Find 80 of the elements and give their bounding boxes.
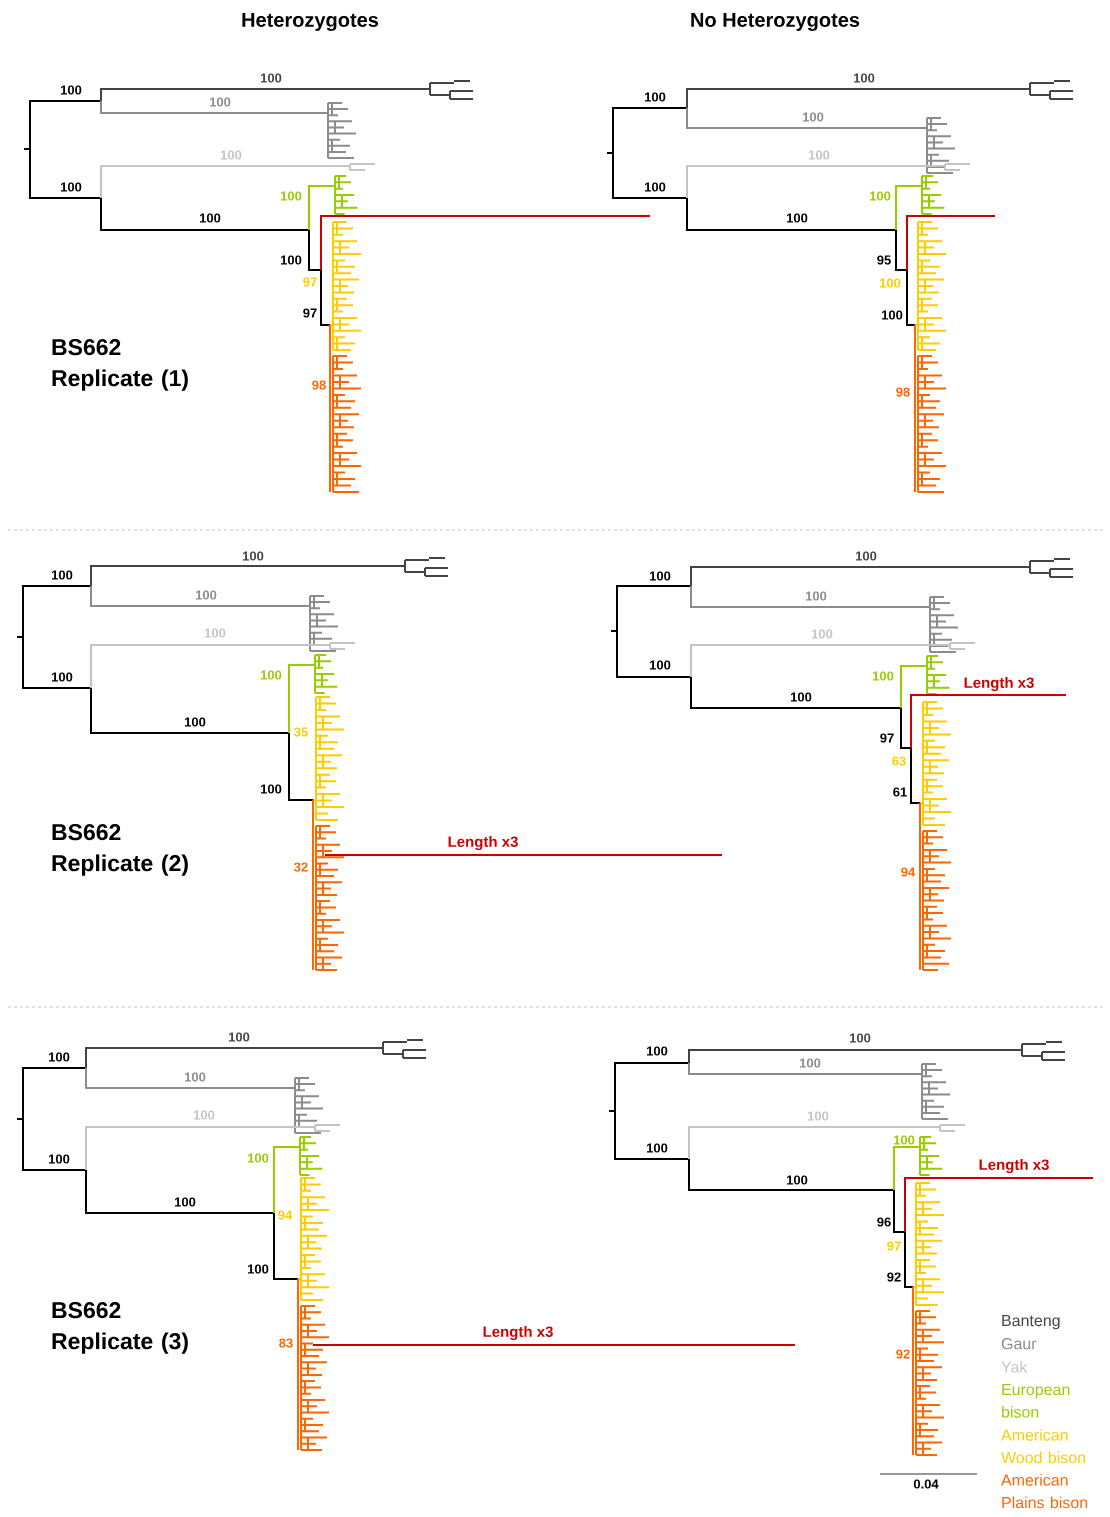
- support-value: 100: [646, 1143, 668, 1153]
- support-value: 100: [60, 182, 82, 192]
- support-value: 100: [644, 92, 666, 102]
- support-value: 100: [209, 97, 231, 107]
- branch-length-note: Length x3: [448, 836, 518, 851]
- support-value: 100: [51, 570, 73, 580]
- support-value: 100: [204, 628, 226, 638]
- legend-entry: Banteng: [1002, 1315, 1060, 1330]
- support-value: 94: [901, 867, 916, 877]
- support-value: 100: [811, 629, 833, 639]
- support-value: 100: [808, 150, 830, 160]
- support-value: 100: [48, 1154, 70, 1164]
- support-value: 100: [247, 1153, 269, 1163]
- legend-entry: American Plains bison: [1001, 1474, 1088, 1509]
- support-value: 100: [872, 671, 894, 681]
- support-value: 100: [184, 717, 206, 727]
- support-value: 100: [193, 1110, 215, 1120]
- support-value: 94: [278, 1210, 293, 1220]
- replicate-label: BS662 Replicate (2): [52, 824, 188, 876]
- support-value: 100: [60, 85, 82, 95]
- legend-entry: Gaur: [1001, 1338, 1037, 1350]
- support-value: 100: [879, 278, 901, 288]
- support-value: 96: [877, 1217, 891, 1227]
- support-value: 100: [280, 255, 302, 265]
- support-value: 100: [260, 784, 282, 794]
- support-value: 63: [892, 756, 906, 766]
- support-value: 100: [220, 150, 242, 160]
- support-value: 97: [303, 277, 317, 287]
- support-value: 100: [790, 692, 812, 702]
- support-value: 100: [853, 73, 875, 83]
- support-value: 97: [887, 1241, 901, 1251]
- support-value: 100: [242, 551, 264, 561]
- support-value: 92: [887, 1272, 901, 1282]
- support-value: 97: [303, 308, 317, 318]
- branch-length-note: Length x3: [483, 1326, 553, 1341]
- support-value: 100: [51, 672, 73, 682]
- branch-length-note: Length x3: [964, 677, 1034, 692]
- support-value: 100: [649, 660, 671, 670]
- support-value: 100: [786, 213, 808, 223]
- replicate-label: BS662 Replicate (3): [52, 1302, 188, 1354]
- support-value: 92: [896, 1349, 910, 1359]
- support-value: 100: [644, 182, 666, 192]
- support-value: 100: [199, 213, 221, 223]
- support-value: 35: [294, 727, 308, 737]
- support-value: 100: [855, 551, 877, 561]
- support-value: 100: [228, 1032, 250, 1042]
- support-value: 100: [802, 112, 824, 122]
- support-value: 98: [896, 387, 910, 397]
- support-value: 100: [174, 1197, 196, 1207]
- support-value: 100: [786, 1175, 808, 1185]
- replicate-label: BS662 Replicate (1): [52, 339, 188, 391]
- support-value: 100: [649, 571, 671, 581]
- column-heading: No Heterozygotes: [691, 13, 860, 31]
- support-value: 83: [279, 1338, 293, 1348]
- support-value: 95: [877, 255, 891, 265]
- support-value: 100: [260, 670, 282, 680]
- support-value: 97: [880, 733, 894, 743]
- support-value: 100: [48, 1052, 70, 1062]
- support-value: 100: [849, 1033, 871, 1043]
- support-value: 100: [807, 1111, 829, 1121]
- support-value: 100: [805, 591, 827, 601]
- branch-length-note: Length x3: [979, 1159, 1049, 1174]
- support-value: 98: [312, 380, 326, 390]
- support-value: 100: [893, 1135, 915, 1145]
- support-value: 100: [260, 73, 282, 83]
- support-value: 100: [247, 1264, 269, 1274]
- legend-entry: American Wood bison: [1001, 1429, 1086, 1464]
- column-heading: Heterozygotes: [242, 13, 379, 31]
- support-value: 100: [869, 191, 891, 201]
- support-value: 100: [881, 310, 903, 320]
- legend-entry: European bison: [1002, 1384, 1070, 1418]
- support-value: 100: [799, 1058, 821, 1068]
- scale-bar-label: 0.04: [913, 1479, 939, 1489]
- support-value: 100: [195, 590, 217, 600]
- legend-entry: Yak: [1001, 1361, 1028, 1373]
- support-value: 100: [280, 191, 302, 201]
- support-value: 100: [646, 1046, 668, 1056]
- support-value: 32: [294, 862, 308, 872]
- support-value: 61: [893, 787, 907, 797]
- support-value: 100: [184, 1072, 206, 1082]
